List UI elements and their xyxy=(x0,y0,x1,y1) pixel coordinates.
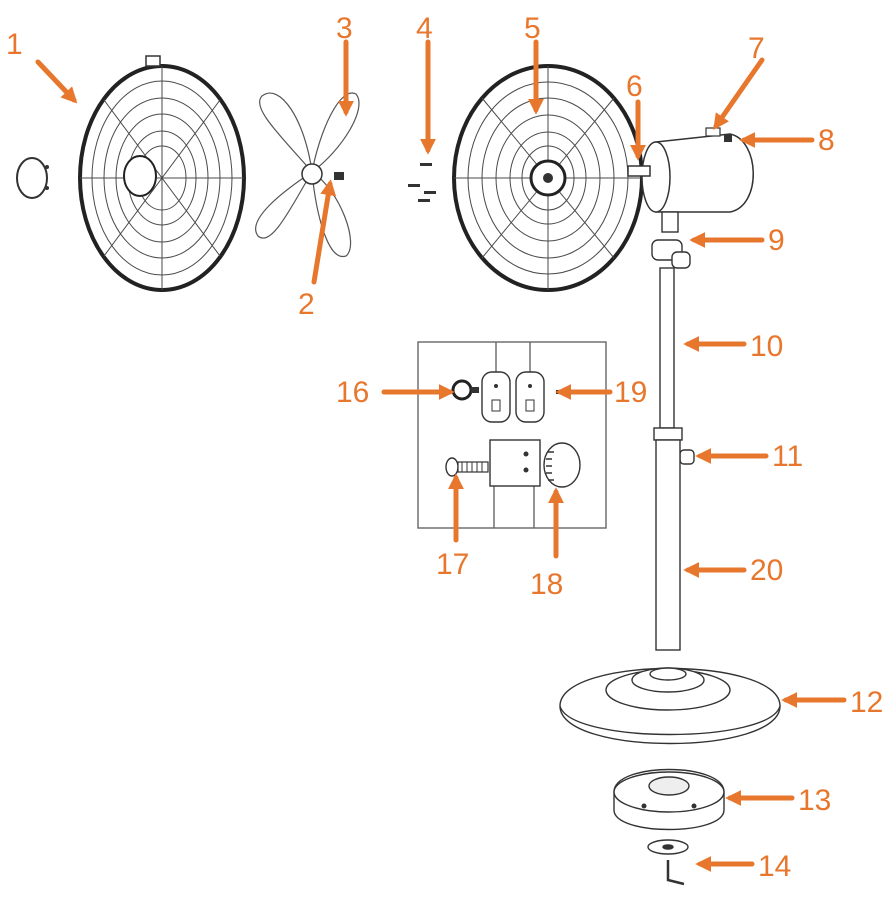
upper-pole xyxy=(651,211,691,429)
label-11: 11 xyxy=(772,440,803,473)
fan-blade xyxy=(255,92,360,257)
callout-labels: 1 2 3 4 5 6 7 8 9 10 11 12 13 14 16 17 1… xyxy=(6,12,883,883)
label-16: 16 xyxy=(336,376,369,409)
callout-arrows xyxy=(35,39,847,873)
base-connector xyxy=(613,768,725,831)
arrow-2 xyxy=(311,179,337,285)
washer-and-hex-key xyxy=(647,839,689,886)
retaining-ring xyxy=(16,157,49,199)
base-plate xyxy=(559,667,781,745)
label-18: 18 xyxy=(530,568,563,601)
lower-pole xyxy=(653,427,695,651)
front-grille xyxy=(78,55,246,292)
label-9: 9 xyxy=(768,224,785,257)
label-2: 2 xyxy=(298,288,315,321)
label-17: 17 xyxy=(436,548,469,581)
label-14: 14 xyxy=(758,850,791,883)
screws xyxy=(408,163,436,202)
arrow-7 xyxy=(713,57,765,130)
motor-housing xyxy=(627,127,754,213)
label-19: 19 xyxy=(614,376,647,409)
label-3: 3 xyxy=(336,12,353,45)
label-1: 1 xyxy=(6,28,23,61)
label-10: 10 xyxy=(750,330,783,363)
rear-grille xyxy=(452,64,644,292)
label-13: 13 xyxy=(798,784,831,817)
label-20: 20 xyxy=(750,554,783,587)
label-6: 6 xyxy=(626,70,643,103)
label-7: 7 xyxy=(748,32,765,65)
label-4: 4 xyxy=(416,12,433,45)
label-8: 8 xyxy=(818,124,835,157)
label-12: 12 xyxy=(850,686,883,719)
detail-inset xyxy=(417,341,607,529)
label-5: 5 xyxy=(524,12,541,45)
arrow-1 xyxy=(35,59,78,104)
